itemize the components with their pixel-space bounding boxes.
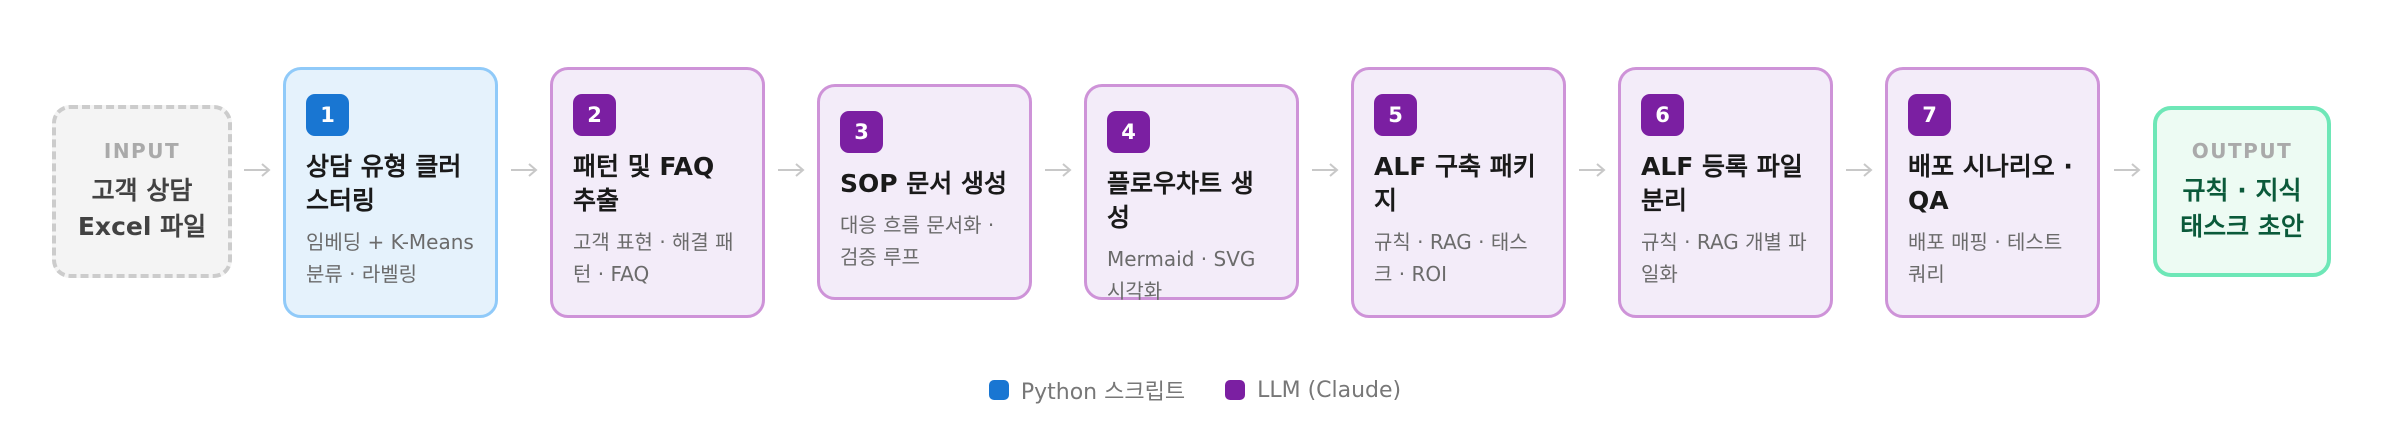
step-3: 3 SOP 문서 생성 대응 흐름 문서화 · 검증 루프 bbox=[817, 84, 1032, 300]
step-description: 배포 매핑 · 테스트 쿼리 bbox=[1908, 230, 2063, 286]
step-5: 5 ALF 구축 패키지 규칙 · RAG · 태스크 · ROI bbox=[1351, 67, 1566, 318]
arrow-right-icon bbox=[777, 163, 805, 177]
arrow-right-icon bbox=[2113, 163, 2141, 177]
arrow-right-icon bbox=[243, 163, 271, 177]
legend-item-python: Python 스크립트 bbox=[988, 374, 1186, 406]
step-title: 상담 유형 클러스터링 bbox=[306, 152, 462, 215]
step-description: 고객 표현 · 해결 패턴 · FAQ bbox=[573, 230, 734, 286]
output-node: OUTPUT 규칙 · 지식 태스크 초안 bbox=[2153, 106, 2331, 277]
step-number-badge: 1 bbox=[306, 94, 349, 136]
step-title: 배포 시나리오 · QA bbox=[1908, 152, 2073, 215]
step-2: 2 패턴 및 FAQ 추출 고객 표현 · 해결 패턴 · FAQ bbox=[550, 67, 765, 318]
step-4: 4 플로우차트 생성 Mermaid · SVG 시각화 bbox=[1084, 84, 1299, 303]
step-description: 규칙 · RAG 개별 파일화 bbox=[1641, 230, 1807, 286]
input-line: 고객 상담 bbox=[91, 175, 193, 205]
arrow-right-icon bbox=[1044, 163, 1072, 177]
arrow-right-icon bbox=[1845, 163, 1873, 177]
step-number-badge: 7 bbox=[1908, 94, 1951, 136]
step-number-badge: 4 bbox=[1107, 111, 1150, 153]
step-number-badge: 2 bbox=[573, 94, 616, 136]
legend-label: LLM (Claude) bbox=[1257, 377, 1402, 403]
output-tag: OUTPUT bbox=[2191, 138, 2293, 163]
step-description: Mermaid · SVG 시각화 bbox=[1107, 247, 1256, 303]
legend-item-llm: LLM (Claude) bbox=[1225, 374, 1401, 406]
step-title: 플로우차트 생성 bbox=[1107, 169, 1254, 232]
step-6: 6 ALF 등록 파일 분리 규칙 · RAG 개별 파일화 bbox=[1618, 67, 1833, 318]
input-node: INPUT 고객 상담 Excel 파일 bbox=[52, 105, 232, 278]
input-tag: INPUT bbox=[103, 138, 181, 163]
step-1: 1 상담 유형 클러스터링 임베딩 + K-Means 분류 · 라벨링 bbox=[283, 67, 498, 318]
arrow-right-icon bbox=[1311, 163, 1339, 177]
step-title: 패턴 및 FAQ 추출 bbox=[573, 152, 715, 215]
legend: Python 스크립트 LLM (Claude) bbox=[0, 374, 2390, 406]
step-number-badge: 6 bbox=[1641, 94, 1684, 136]
arrow-right-icon bbox=[1578, 163, 1606, 177]
legend-label: Python 스크립트 bbox=[1020, 380, 1186, 405]
step-description: 임베딩 + K-Means 분류 · 라벨링 bbox=[306, 230, 474, 286]
arrow-right-icon bbox=[510, 163, 538, 177]
input-line: Excel 파일 bbox=[77, 211, 207, 241]
output-line: 태스크 초안 bbox=[2180, 211, 2304, 241]
output-label: 규칙 · 지식 태스크 초안 bbox=[2180, 173, 2304, 245]
legend-swatch-icon bbox=[1225, 380, 1246, 400]
step-description: 규칙 · RAG · 태스크 · ROI bbox=[1374, 230, 1528, 286]
step-title: ALF 등록 파일 분리 bbox=[1641, 152, 1803, 215]
step-7: 7 배포 시나리오 · QA 배포 매핑 · 테스트 쿼리 bbox=[1885, 67, 2100, 318]
step-title: SOP 문서 생성 bbox=[840, 169, 1007, 198]
step-title: ALF 구축 패키지 bbox=[1374, 152, 1536, 215]
step-number-badge: 3 bbox=[840, 111, 883, 153]
step-number-badge: 5 bbox=[1374, 94, 1417, 136]
legend-swatch-icon bbox=[988, 380, 1009, 400]
input-label: 고객 상담 Excel 파일 bbox=[78, 173, 206, 245]
step-description: 대응 흐름 문서화 · 검증 루프 bbox=[840, 213, 995, 269]
output-line: 규칙 · 지식 bbox=[2182, 175, 2302, 205]
